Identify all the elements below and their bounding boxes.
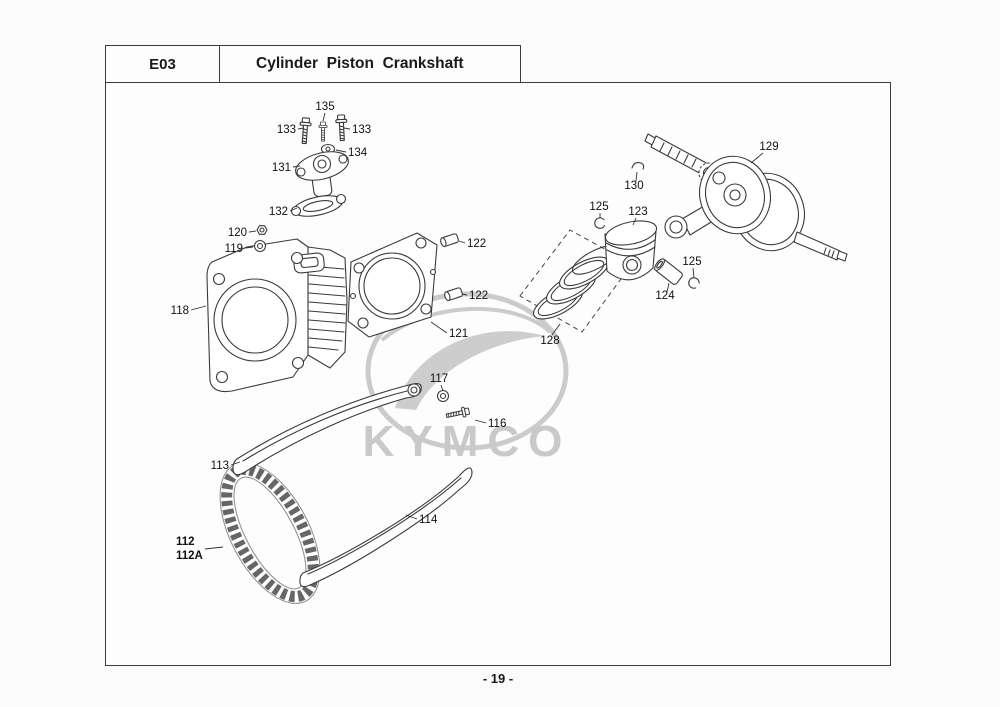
part-130-clip xyxy=(631,162,645,170)
part-label-128: 128 xyxy=(540,335,559,347)
part-133-bolt-right xyxy=(334,114,349,142)
part-119-washer xyxy=(253,239,267,253)
leader-line-116 xyxy=(474,419,487,424)
leader-line-131 xyxy=(292,165,301,168)
part-label-129: 129 xyxy=(759,141,778,153)
leader-line-121 xyxy=(430,321,448,334)
leader-line-129 xyxy=(750,152,764,164)
leader-line-118 xyxy=(190,305,207,311)
diagram-title: Cylinder Piston Crankshaft xyxy=(256,55,464,72)
part-118-cylinder xyxy=(206,238,348,393)
leader-line-122 xyxy=(458,240,466,244)
part-labels-layer: 135 133 133 134 131 132 120 119 118 122 122 121 117 1… xyxy=(171,101,779,562)
leader-line-114 xyxy=(405,514,418,520)
leader-line-133 xyxy=(297,127,305,130)
part-112-cam-chain xyxy=(219,462,321,604)
leader-line-134 xyxy=(335,149,347,153)
part-122-dowel-pin-bottom xyxy=(443,286,464,302)
part-label-112A: 112A xyxy=(176,550,203,562)
part-135-screw xyxy=(318,121,328,142)
leader-line-125 xyxy=(692,267,695,279)
part-117-washer xyxy=(436,389,450,403)
part-label-124: 124 xyxy=(655,290,675,302)
leader-line-135 xyxy=(322,112,326,122)
header-title-box: Cylinder Piston Crankshaft xyxy=(219,45,521,83)
part-label-114: 114 xyxy=(419,514,438,526)
leader-line-122 xyxy=(461,293,468,296)
part-label-134: 134 xyxy=(348,147,368,159)
part-label-125: 125 xyxy=(682,256,701,268)
part-label-118: 118 xyxy=(171,305,189,317)
part-121-cylinder-gasket xyxy=(347,232,438,338)
part-label-112: 112 xyxy=(176,536,195,548)
watermark-swoosh xyxy=(395,331,545,410)
part-124-piston-pin xyxy=(654,258,683,285)
part-label-125: 125 xyxy=(589,201,608,213)
diagram-canvas: KYMCO xyxy=(171,101,848,604)
part-120-nut xyxy=(256,225,268,235)
part-125-clip-left xyxy=(594,217,606,229)
part-131-tensioner-lifter xyxy=(295,151,349,198)
part-label-131: 131 xyxy=(272,162,291,174)
part-113-chain-guide xyxy=(232,383,422,476)
kymco-watermark: KYMCO xyxy=(363,291,572,466)
part-label-119: 119 xyxy=(225,243,243,255)
part-129-crankshaft xyxy=(644,133,848,262)
leader-line-132 xyxy=(289,207,298,212)
leader-line-112 xyxy=(204,546,224,550)
header-code-box: E03 xyxy=(105,45,220,83)
leader-line-120 xyxy=(248,230,257,233)
leader-line-128 xyxy=(551,323,561,336)
leader-line-117 xyxy=(440,384,444,392)
part-128-piston-rings xyxy=(519,229,633,333)
part-114-tensioner-guide xyxy=(299,467,473,588)
part-label-117: 117 xyxy=(430,373,448,385)
part-label-133: 133 xyxy=(277,124,296,136)
part-label-120: 120 xyxy=(228,227,247,239)
part-label-122: 122 xyxy=(467,238,486,250)
part-label-135: 135 xyxy=(315,101,334,113)
part-122-dowel-pin-top xyxy=(439,232,460,248)
leader-line-133 xyxy=(343,127,351,130)
leader-line-130 xyxy=(635,171,638,182)
diagram-code: E03 xyxy=(149,55,176,73)
part-label-122: 122 xyxy=(469,290,488,302)
part-label-130: 130 xyxy=(624,180,643,192)
watermark-text: KYMCO xyxy=(363,417,572,466)
leader-line-123 xyxy=(632,217,637,226)
leader-line-124 xyxy=(666,282,670,293)
part-123-piston xyxy=(604,220,658,281)
part-133-bolt-left xyxy=(298,117,313,145)
part-label-133: 133 xyxy=(352,124,371,136)
part-label-116: 116 xyxy=(488,418,506,430)
part-label-123: 123 xyxy=(628,206,647,218)
leader-line-119 xyxy=(244,246,254,249)
page-number: - 19 - xyxy=(482,671,514,686)
part-label-121: 121 xyxy=(449,328,468,340)
part-label-113: 113 xyxy=(211,460,229,472)
part-label-132: 132 xyxy=(269,206,288,218)
leader-line-113 xyxy=(230,461,241,466)
part-132-tensioner-gasket xyxy=(290,193,347,217)
